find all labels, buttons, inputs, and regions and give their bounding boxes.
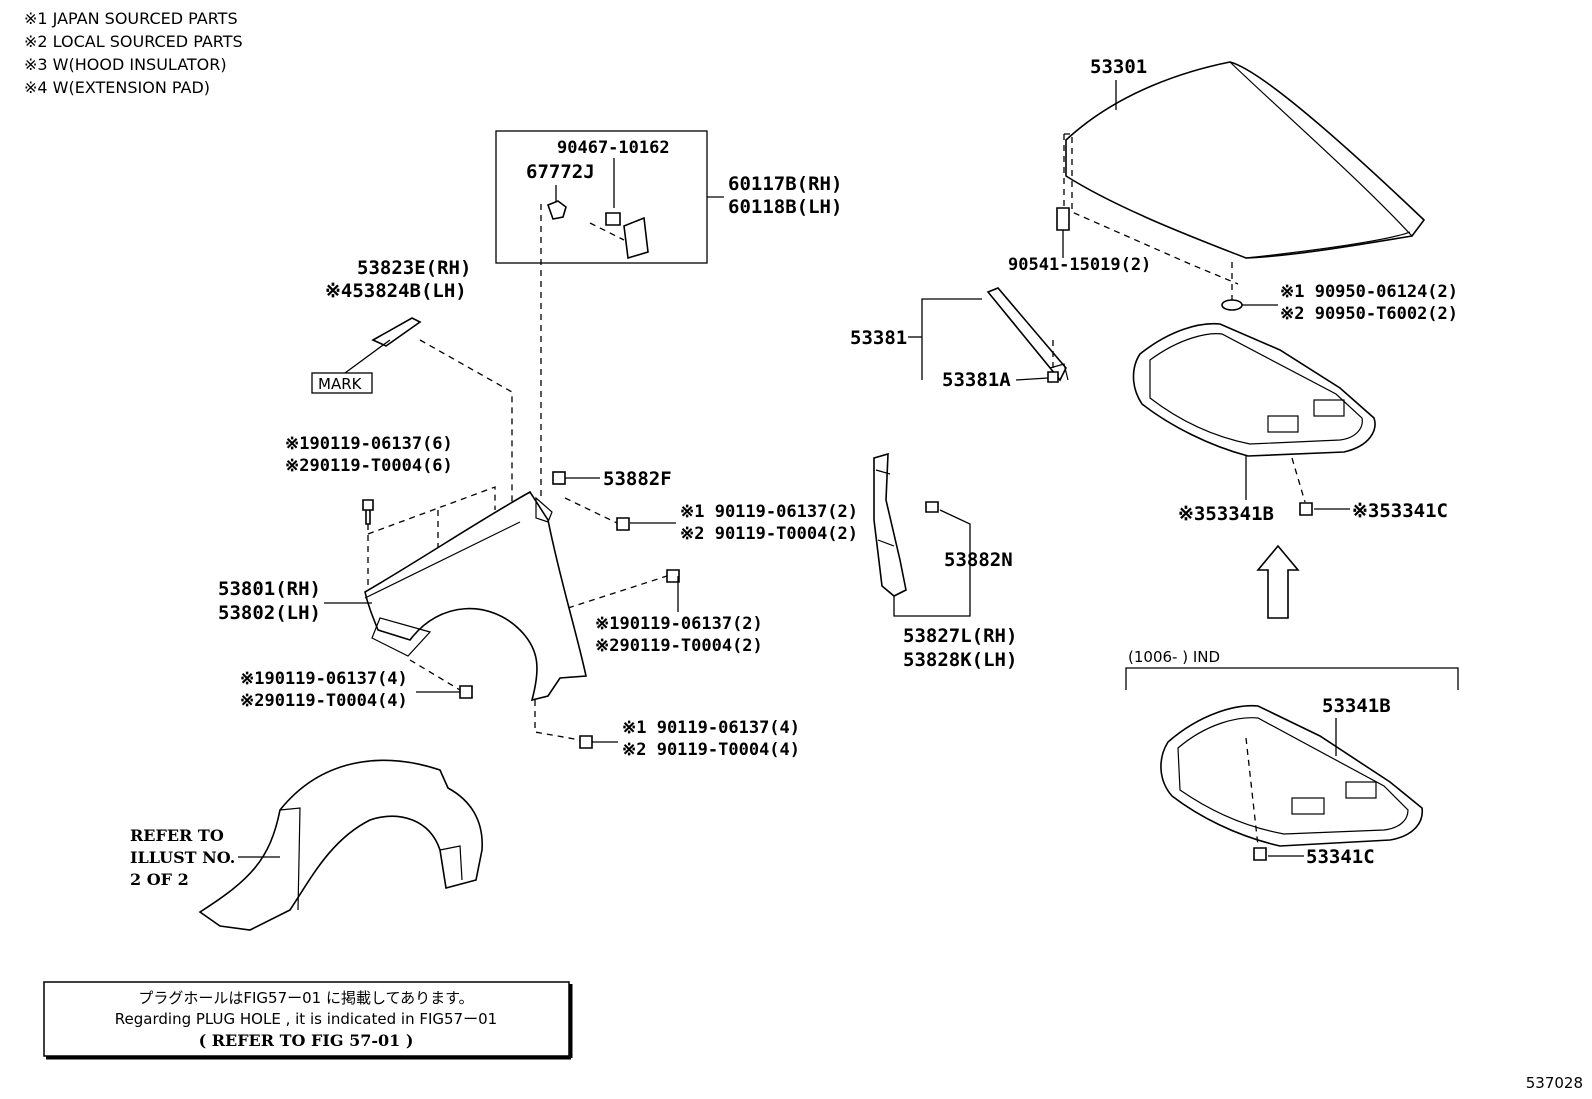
clip-53381a-part xyxy=(1047,371,1059,383)
label-60117b-rh: 60117B(RH) xyxy=(728,173,842,195)
label-53882n: 53882N xyxy=(944,549,1013,571)
fender-fastener-callouts: ※190119-06137(6) ※290119-T0004(6) 53882F… xyxy=(240,204,858,760)
mark-box xyxy=(311,372,373,394)
label-2-of-2: 2 OF 2 xyxy=(130,870,189,889)
label-53828k-lh: 53828K(LH) xyxy=(903,649,1017,671)
legend-notes: ※1 JAPAN SOURCED PARTS ※2 LOCAL SOURCED … xyxy=(24,9,243,97)
note-local-sourced: ※2 LOCAL SOURCED PARTS xyxy=(24,32,243,51)
label-53802-lh: 53802(LH) xyxy=(218,602,321,624)
label-53823e-rh: 53823E(RH) xyxy=(357,257,471,279)
figure-id: 537028 xyxy=(1526,1074,1583,1092)
fender-liner-group: REFER TO ILLUST NO. 2 OF 2 xyxy=(130,759,483,931)
plug-90950-part xyxy=(1221,299,1243,311)
note-japan-sourced: ※1 JAPAN SOURCED PARTS xyxy=(24,9,238,28)
clip-53341c-upper-part xyxy=(1299,502,1313,516)
hood-insulator-lower-part xyxy=(1160,704,1423,847)
hood-insulator-upper-group: ※353341C ※353341B xyxy=(1132,322,1448,525)
label-53341c-lower: 53341C xyxy=(1306,846,1375,868)
clip-53882n-part xyxy=(925,501,939,513)
hood-seal-group: 53381 53381A xyxy=(850,287,1069,391)
hood-part xyxy=(1065,61,1426,259)
label-53381: 53381 xyxy=(850,327,907,349)
extension-pad-group: 53823E(RH) ※453824B(LH) MARK xyxy=(311,257,513,508)
front-fender-group: 53801(RH) 53802(LH) xyxy=(218,490,587,702)
label-bolt-90119-06137-6: ※190119-06137(6) xyxy=(285,434,453,454)
arrow-up-icon xyxy=(1256,544,1300,619)
cushion-90541-part xyxy=(1056,207,1070,231)
label-1006-ind: (1006- ) IND xyxy=(1128,648,1220,666)
seal-53381-part xyxy=(986,287,1067,382)
label-90541-15019: 90541-15019(2) xyxy=(1008,255,1151,275)
fender-bracket-group: 53882N 53827L(RH) 53828K(LH) xyxy=(873,452,1017,671)
label-bolt-90119-06137-4b: ※1 90119-06137(4) xyxy=(622,718,800,738)
clip-67772j-part xyxy=(546,200,567,220)
label-90950-t6002: ※2 90950-T6002(2) xyxy=(1280,304,1458,324)
label-53882f: 53882F xyxy=(603,468,672,490)
bracket-assembly-group: 90467-10162 67772J 60117B(RH) 60118B(LH) xyxy=(495,130,842,264)
front-fender-part xyxy=(364,490,587,702)
label-bolt-90119-t0004-2a: ※2 90119-T0004(2) xyxy=(680,524,858,544)
label-bolt-90119-t0004-2b: ※290119-T0004(2) xyxy=(595,636,763,656)
label-53341b-lower: 53341B xyxy=(1322,695,1391,717)
bolt-lower-right-part xyxy=(579,735,593,749)
clip-53882f-part xyxy=(552,471,566,485)
notice-english: Regarding PLUG HOLE , it is indicated in… xyxy=(115,1010,497,1028)
label-90467-10162: 90467-10162 xyxy=(557,138,670,158)
label-bolt-90119-t0004-4b: ※2 90119-T0004(4) xyxy=(622,740,800,760)
label-53341c-upper: ※353341C xyxy=(1352,500,1448,522)
fender-liner-part xyxy=(198,759,483,931)
label-90950-06124: ※1 90950-06124(2) xyxy=(1280,282,1458,302)
label-bolt-90119-06137-2a: ※1 90119-06137(2) xyxy=(680,502,858,522)
notice-refer-fig: ( REFER TO FIG 57-01 ) xyxy=(199,1031,414,1050)
bolt-mid-right-part xyxy=(666,569,680,583)
bolt-lower-left-part xyxy=(459,685,473,699)
notice-border xyxy=(43,981,570,1057)
clip-53341c-lower-part xyxy=(1253,847,1267,861)
label-illust-no: ILLUST NO. xyxy=(130,848,235,867)
label-bolt-90119-06137-4a: ※190119-06137(4) xyxy=(240,669,408,689)
hood-group: 53301 90541-15019(2) ※1 90950-06124(2) ※… xyxy=(1008,56,1458,324)
hood-insulator-upper-part xyxy=(1132,322,1376,457)
label-53827l-rh: 53827L(RH) xyxy=(903,625,1017,647)
note-extension-pad: ※4 W(EXTENSION PAD) xyxy=(24,78,210,97)
notice-japanese: プラグホールはFIG57ー01 に掲載してあります。 xyxy=(138,989,473,1007)
label-bolt-90119-t0004-6: ※290119-T0004(6) xyxy=(285,456,453,476)
bracket-53827l-part xyxy=(873,452,907,597)
label-refer-to: REFER TO xyxy=(130,826,224,845)
label-bolt-90119-t0004-4a: ※290119-T0004(4) xyxy=(240,691,408,711)
label-67772j: 67772J xyxy=(526,161,595,183)
notice-box: プラグホールはFIG57ー01 に掲載してあります。 Regarding PLU… xyxy=(43,981,573,1060)
bracket-60117b-part xyxy=(623,216,649,260)
extension-pad-part xyxy=(371,317,422,347)
note-hood-insulator: ※3 W(HOOD INSULATOR) xyxy=(24,55,227,74)
label-53301: 53301 xyxy=(1090,56,1147,78)
bolt-top-part xyxy=(362,499,374,525)
label-bolt-90119-06137-2b: ※190119-06137(2) xyxy=(595,614,763,634)
label-53824b-lh: ※453824B(LH) xyxy=(325,280,467,302)
label-60118b-lh: 60118B(LH) xyxy=(728,196,842,218)
bolt-upper-right-part xyxy=(616,517,630,531)
label-mark: MARK xyxy=(318,375,363,393)
label-53801-rh: 53801(RH) xyxy=(218,578,321,600)
label-53381a: 53381A xyxy=(942,369,1011,391)
nut-90467-part xyxy=(605,212,621,226)
ind-variant-group: (1006- ) IND 53341B 53341C xyxy=(1125,648,1459,868)
upgrade-arrow xyxy=(1256,544,1300,619)
label-53341b-upper: ※353341B xyxy=(1178,503,1274,525)
